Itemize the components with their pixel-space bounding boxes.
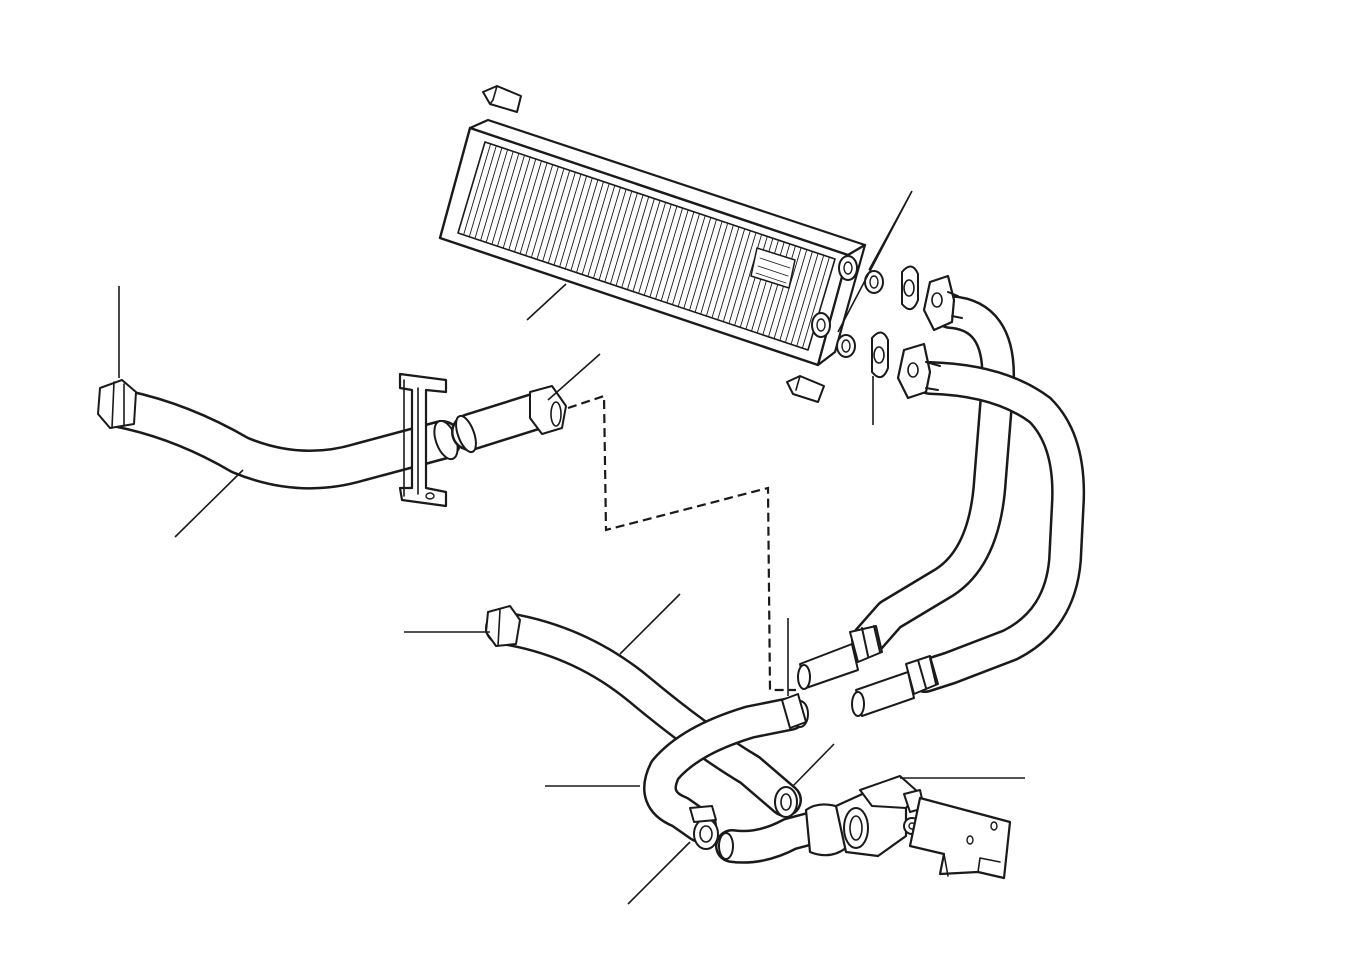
matrix-fin-line <box>576 181 604 274</box>
matrix-fin-line <box>643 203 672 296</box>
matrix-fin-line <box>564 177 593 270</box>
hose-connector <box>451 385 567 454</box>
matrix-fin-line <box>632 200 661 292</box>
matrix-fin-line <box>700 222 729 315</box>
matrix-fin-line <box>542 169 571 262</box>
matrix-fin-line <box>559 175 588 268</box>
matrix-fin-line <box>773 247 802 340</box>
matrix-fin-line <box>677 215 706 308</box>
matrix-fin-line <box>655 207 684 300</box>
matrix-fin-line <box>480 149 509 241</box>
matrix-fin-line <box>609 192 638 285</box>
matrix-fins <box>463 143 830 349</box>
routing-dash-line <box>567 394 796 692</box>
matrix-fin-line <box>615 194 644 287</box>
leader-lines <box>118 190 1025 905</box>
matrix-fin-line <box>525 164 554 257</box>
matrix-fin-line <box>694 220 723 313</box>
matrix-fin-line <box>570 179 599 272</box>
matrix-fin-line <box>519 162 548 255</box>
flanged-pipes <box>797 274 1086 717</box>
matrix-fin-line <box>779 249 808 342</box>
matrix-fin-line <box>474 147 503 240</box>
matrix-fin-line <box>666 211 695 304</box>
matrix-fin-line <box>626 198 655 291</box>
matrix-fin-line <box>587 184 616 277</box>
matrix-clip-bottom <box>786 375 825 403</box>
matrix-fin-line <box>553 173 582 266</box>
valve-bracket <box>908 796 1012 880</box>
matrix-fin-line <box>621 196 650 289</box>
matrix-fin-line <box>705 224 734 317</box>
matrix-fin-line <box>514 160 542 253</box>
matrix-fin-line <box>593 186 621 279</box>
return-hose-lower <box>485 605 837 864</box>
matrix-fin-line <box>711 226 740 319</box>
matrix-fin-line <box>497 154 525 247</box>
matrix-fin-line <box>801 256 830 349</box>
matrix-fin-line <box>547 171 576 264</box>
matrix-fin-line <box>604 190 633 283</box>
matrix-fin-line <box>649 205 678 298</box>
heater-matrix <box>438 118 867 367</box>
matrix-fin-line <box>468 145 497 238</box>
matrix-fin-line <box>598 188 627 281</box>
matrix-fin-line <box>784 251 813 343</box>
gaskets <box>871 265 919 379</box>
matrix-fin-line <box>536 167 565 260</box>
matrix-fin-line <box>660 209 689 302</box>
matrix-fin-line <box>672 213 700 306</box>
matrix-fin-line <box>683 217 712 309</box>
matrix-fin-line <box>463 143 492 236</box>
matrix-fin-line <box>502 156 531 249</box>
hose-support-bracket <box>398 372 448 508</box>
heater-valve <box>804 775 925 858</box>
matrix-fin-line <box>796 254 825 347</box>
matrix-fin-line <box>638 201 667 294</box>
o-ring-seals <box>836 270 884 358</box>
matrix-fin-line <box>508 158 537 251</box>
matrix-clip-top <box>482 85 522 113</box>
matrix-fin-line <box>491 152 520 245</box>
matrix-fin-line <box>790 252 819 345</box>
matrix-fin-line <box>717 228 746 321</box>
feed-hose-upper <box>97 379 462 490</box>
matrix-fin-line <box>530 166 559 258</box>
matrix-fin-line <box>722 230 751 323</box>
matrix-fin-line <box>689 218 717 311</box>
matrix-fin-line <box>485 150 514 243</box>
matrix-fin-line <box>728 232 757 325</box>
matrix-fin-line <box>581 183 610 275</box>
